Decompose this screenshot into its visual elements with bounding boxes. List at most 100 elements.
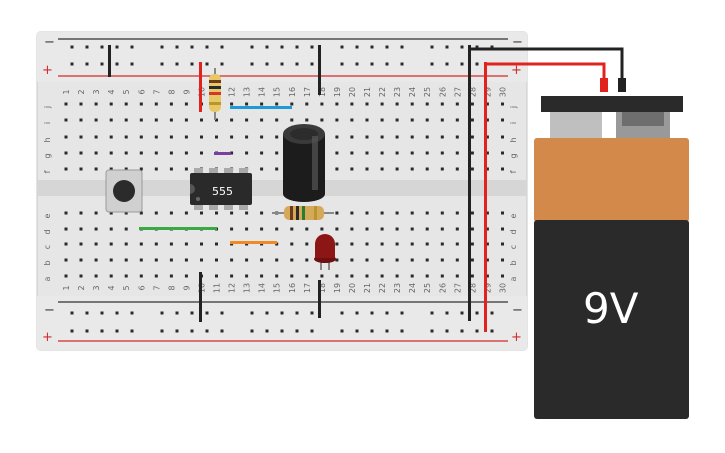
breadboard-hole[interactable] [310, 62, 314, 66]
breadboard-hole[interactable] [175, 329, 179, 333]
breadboard-hole[interactable] [440, 242, 444, 246]
breadboard-hole[interactable] [230, 135, 234, 139]
breadboard-hole[interactable] [395, 227, 399, 231]
breadboard-hole[interactable] [305, 242, 309, 246]
breadboard-hole[interactable] [470, 258, 474, 262]
breadboard-hole[interactable] [124, 151, 128, 155]
breadboard-hole[interactable] [501, 227, 504, 231]
breadboard-hole[interactable] [370, 62, 374, 66]
breadboard-hole[interactable] [79, 258, 83, 262]
breadboard-hole[interactable] [184, 258, 188, 262]
breadboard-hole[interactable] [425, 118, 429, 122]
breadboard-hole[interactable] [410, 167, 414, 171]
breadboard-hole[interactable] [335, 167, 339, 171]
breadboard-hole[interactable] [190, 45, 194, 49]
breadboard-hole[interactable] [365, 118, 369, 122]
breadboard-hole[interactable] [395, 274, 399, 278]
breadboard-hole[interactable] [245, 151, 249, 155]
breadboard-hole[interactable] [205, 45, 209, 49]
breadboard-hole[interactable] [260, 274, 264, 278]
breadboard-hole[interactable] [205, 329, 209, 333]
breadboard-hole[interactable] [124, 135, 128, 139]
breadboard-hole[interactable] [400, 329, 404, 333]
breadboard-hole[interactable] [139, 211, 143, 215]
breadboard-hole[interactable] [485, 151, 489, 155]
breadboard-hole[interactable] [260, 151, 264, 155]
breadboard-hole[interactable] [290, 274, 294, 278]
breadboard-hole[interactable] [445, 45, 449, 49]
breadboard-hole[interactable] [305, 227, 309, 231]
breadboard-hole[interactable] [320, 118, 324, 122]
breadboard-hole[interactable] [275, 227, 279, 231]
breadboard-hole[interactable] [85, 311, 89, 315]
breadboard-hole[interactable] [490, 311, 494, 315]
breadboard-hole[interactable] [470, 242, 474, 246]
breadboard-hole[interactable] [485, 135, 489, 139]
breadboard-hole[interactable] [94, 118, 98, 122]
breadboard-hole[interactable] [365, 135, 369, 139]
breadboard-hole[interactable] [355, 311, 359, 315]
breadboard-hole[interactable] [154, 118, 158, 122]
breadboard-hole[interactable] [70, 329, 74, 333]
breadboard-hole[interactable] [440, 227, 444, 231]
breadboard-hole[interactable] [455, 167, 459, 171]
breadboard-hole[interactable] [85, 45, 89, 49]
breadboard-hole[interactable] [440, 167, 444, 171]
breadboard-hole[interactable] [169, 242, 173, 246]
breadboard-hole[interactable] [280, 45, 284, 49]
breadboard-hole[interactable] [335, 227, 339, 231]
breadboard-hole[interactable] [380, 258, 384, 262]
breadboard-hole[interactable] [470, 118, 474, 122]
breadboard-hole[interactable] [175, 62, 179, 66]
breadboard-hole[interactable] [395, 167, 399, 171]
breadboard-hole[interactable] [365, 102, 369, 106]
breadboard-hole[interactable] [169, 258, 173, 262]
breadboard-hole[interactable] [335, 151, 339, 155]
breadboard-hole[interactable] [501, 258, 504, 262]
breadboard-hole[interactable] [380, 118, 384, 122]
breadboard-hole[interactable] [275, 135, 279, 139]
breadboard-hole[interactable] [340, 62, 344, 66]
breadboard-hole[interactable] [169, 118, 173, 122]
breadboard-hole[interactable] [395, 118, 399, 122]
breadboard-hole[interactable] [475, 311, 479, 315]
breadboard-hole[interactable] [109, 274, 113, 278]
breadboard-hole[interactable] [430, 62, 434, 66]
breadboard-hole[interactable] [184, 118, 188, 122]
breadboard-hole[interactable] [355, 62, 359, 66]
breadboard-hole[interactable] [79, 102, 83, 106]
wire-black-col4-top[interactable] [108, 45, 111, 77]
breadboard-hole[interactable] [470, 135, 474, 139]
breadboard-hole[interactable] [460, 311, 464, 315]
breadboard-hole[interactable] [184, 167, 188, 171]
breadboard-hole[interactable] [445, 329, 449, 333]
breadboard-hole[interactable] [445, 311, 449, 315]
breadboard-hole[interactable] [70, 45, 74, 49]
breadboard-hole[interactable] [184, 274, 188, 278]
wire-red-col29[interactable] [484, 62, 487, 332]
breadboard-hole[interactable] [460, 45, 464, 49]
breadboard-hole[interactable] [475, 45, 479, 49]
breadboard-hole[interactable] [245, 258, 249, 262]
breadboard-hole[interactable] [470, 167, 474, 171]
breadboard-hole[interactable] [425, 135, 429, 139]
breadboard-hole[interactable] [169, 167, 173, 171]
breadboard-hole[interactable] [94, 274, 98, 278]
breadboard-hole[interactable] [79, 274, 83, 278]
breadboard-hole[interactable] [190, 62, 194, 66]
breadboard-hole[interactable] [265, 62, 269, 66]
breadboard-hole[interactable] [190, 311, 194, 315]
breadboard-hole[interactable] [115, 45, 119, 49]
breadboard-hole[interactable] [501, 167, 504, 171]
breadboard-hole[interactable] [124, 118, 128, 122]
breadboard-hole[interactable] [425, 242, 429, 246]
breadboard-hole[interactable] [490, 329, 494, 333]
breadboard-hole[interactable] [245, 102, 249, 106]
breadboard-hole[interactable] [154, 242, 158, 246]
breadboard-hole[interactable] [440, 135, 444, 139]
breadboard-hole[interactable] [410, 227, 414, 231]
breadboard-hole[interactable] [355, 329, 359, 333]
breadboard-hole[interactable] [485, 167, 489, 171]
breadboard-hole[interactable] [100, 45, 104, 49]
breadboard-hole[interactable] [430, 311, 434, 315]
